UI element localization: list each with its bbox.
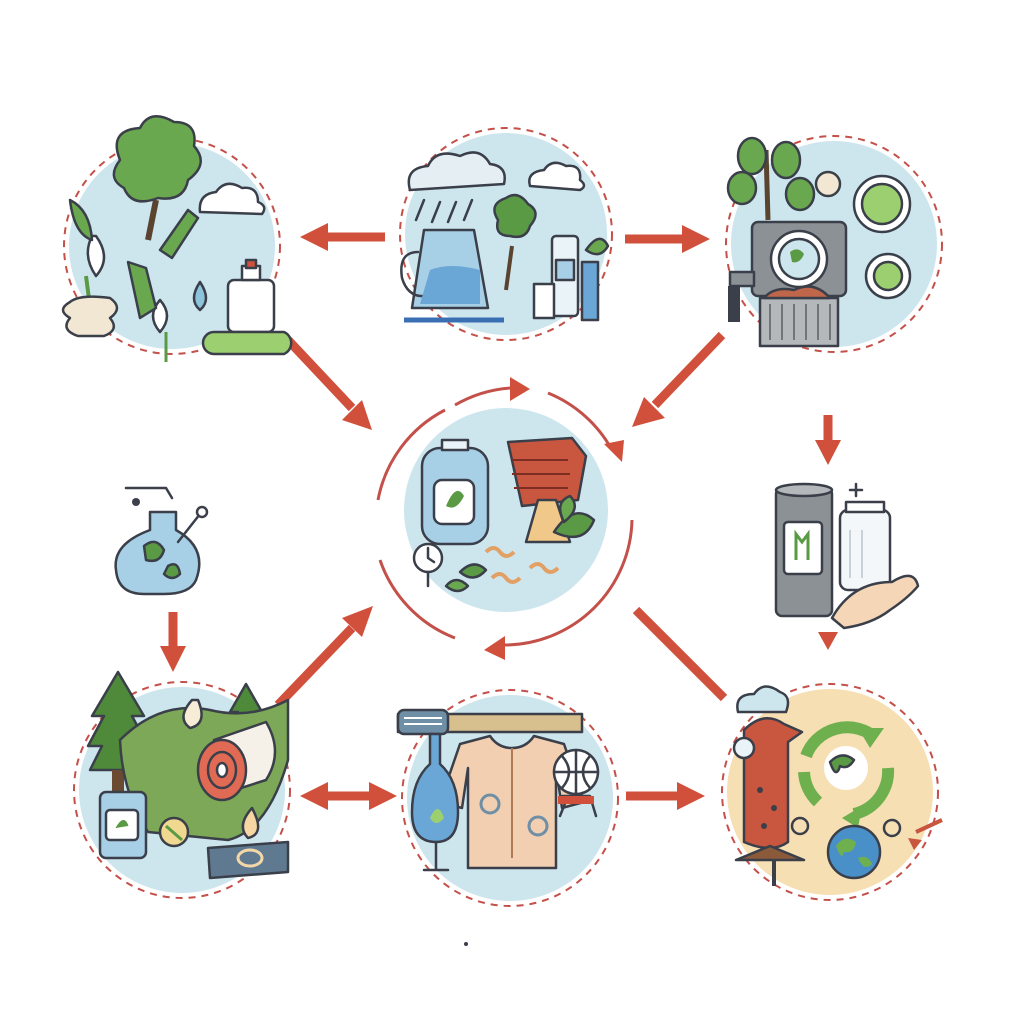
- water-drop-icon: [192, 280, 208, 312]
- node-global-recycling: [721, 683, 943, 901]
- jar-icon: [838, 500, 892, 592]
- tree-icon: [493, 193, 537, 291]
- arrow-top-right-to-center: [632, 331, 726, 427]
- node-forest-land: [73, 670, 291, 899]
- rock-icon: [61, 295, 119, 338]
- bin-icon: [732, 717, 806, 886]
- sprout-icon: [444, 494, 596, 593]
- arrow-forest-textile-bidirectional: [300, 782, 397, 810]
- sign-icon: [206, 840, 290, 880]
- node-can-and-jar: [774, 482, 920, 630]
- arrow-top-center-to-left: [300, 223, 385, 251]
- node-central-recycling-hub: [404, 408, 608, 612]
- flame-icon: [182, 698, 260, 840]
- leaf-icon: [68, 198, 158, 320]
- gear-icon: [790, 816, 902, 838]
- arrow-forest-to-center: [274, 606, 373, 709]
- cloud-icon: [407, 151, 586, 192]
- hand-icon: [830, 574, 920, 630]
- arrow-machine-to-can: [815, 415, 841, 465]
- sparkle-icon: [848, 482, 864, 498]
- arrow-center-to-recycling: [632, 606, 728, 702]
- arrow-top-left-to-center: [284, 336, 372, 430]
- seed-icon: [158, 816, 190, 848]
- rail-icon: [396, 708, 584, 736]
- plate-icon: [814, 170, 912, 300]
- arrows: [160, 223, 841, 810]
- node-textile-production: [396, 689, 619, 907]
- worm-icon: [484, 546, 560, 584]
- gauge-icon: [412, 542, 444, 588]
- bin-icon: [758, 285, 840, 348]
- rain-lines: [414, 198, 474, 224]
- dot: [464, 942, 468, 946]
- tank-icon: [420, 438, 490, 546]
- recycle-icon: [798, 721, 895, 828]
- globe-icon: [552, 748, 600, 818]
- bottle-icon: [201, 258, 293, 356]
- arrow-top-center-to-right: [625, 225, 710, 253]
- arrow-vase-to-forest: [160, 612, 186, 672]
- arrow-can-to-recycling: [818, 632, 838, 650]
- globe-icon: [826, 824, 882, 880]
- arrow-icon: [908, 818, 943, 850]
- tree-icon: [112, 115, 202, 260]
- beaker-icon: [410, 732, 460, 872]
- can-icon: [98, 790, 148, 860]
- dropper-icon: [176, 505, 209, 544]
- cloud-icon: [198, 182, 266, 216]
- cycle-ring: [376, 377, 634, 660]
- node-globe-vase: [114, 486, 209, 596]
- roll-icon: [196, 720, 277, 802]
- bottle-icon: [532, 234, 610, 322]
- node-processing-machine: [725, 135, 943, 353]
- arrow-textile-to-recycling: [626, 782, 705, 810]
- plant-icon: [726, 136, 816, 221]
- shirt-icon: [438, 734, 586, 870]
- cloud-icon: [736, 685, 790, 714]
- can-icon: [774, 482, 834, 618]
- globe-icon: [142, 540, 182, 580]
- pitcher-icon: [400, 228, 504, 323]
- node-natural-resources: [61, 115, 293, 362]
- node-water-weather: [399, 127, 613, 341]
- vase-icon: [114, 486, 201, 596]
